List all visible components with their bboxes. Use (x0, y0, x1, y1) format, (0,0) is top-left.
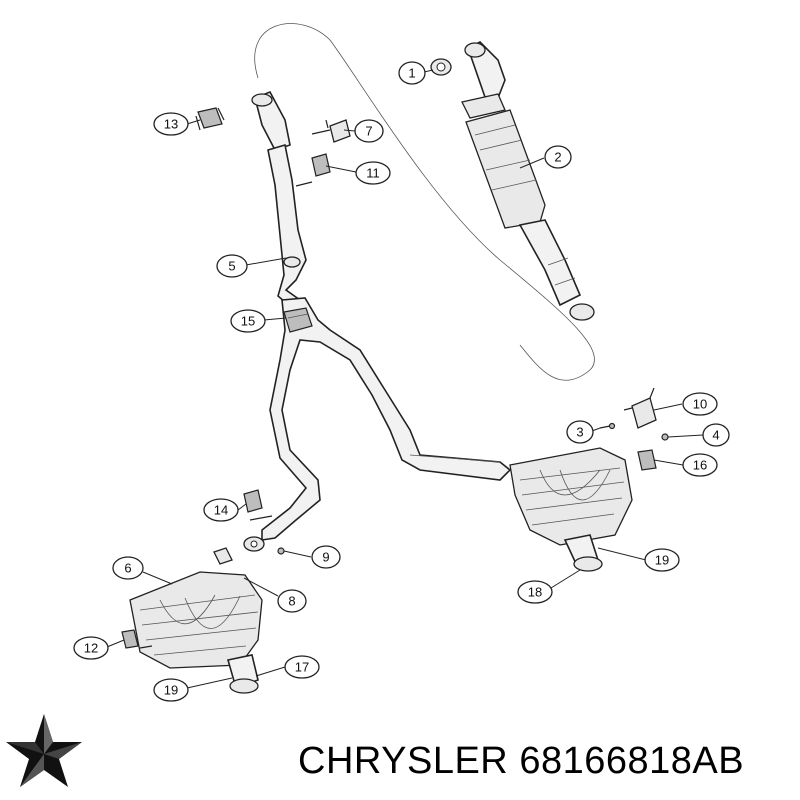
callout-4: 4 (702, 423, 730, 447)
leader-7 (343, 129, 356, 132)
callout-12: 12 (73, 636, 109, 660)
svg-text:9: 9 (322, 550, 329, 565)
leader-4 (667, 434, 704, 438)
svg-text:18: 18 (528, 585, 542, 600)
callout-3: 3 (566, 420, 594, 444)
nut-part-4 (661, 433, 669, 441)
svg-text:15: 15 (241, 314, 255, 329)
right-muffler-part (509, 447, 633, 572)
callout-14: 14 (203, 498, 239, 522)
callout-2: 2 (544, 145, 572, 169)
leader-12 (106, 639, 125, 648)
leader-18 (550, 569, 581, 589)
leader-2 (519, 157, 545, 169)
callout-8: 8 (277, 589, 307, 613)
svg-text:1: 1 (408, 66, 415, 81)
svg-text:7: 7 (365, 124, 372, 139)
isolator-part-11 (295, 153, 331, 187)
isolator-part-12 (121, 629, 153, 649)
svg-text:16: 16 (693, 458, 707, 473)
svg-text:5: 5 (228, 259, 235, 274)
callout-13: 13 (153, 112, 189, 136)
callout-19a: 19 (644, 548, 680, 572)
leader-10 (653, 403, 683, 411)
leader-11 (325, 165, 357, 173)
svg-text:2: 2 (554, 150, 561, 165)
callout-9: 9 (311, 545, 341, 569)
callout-7: 7 (354, 119, 384, 143)
pentastar-logo-icon (6, 714, 82, 787)
callout-5: 5 (216, 254, 248, 278)
callout-17: 17 (284, 655, 320, 679)
callout-16: 16 (682, 453, 718, 477)
gasket-part (430, 58, 452, 76)
svg-text:4: 4 (712, 428, 719, 443)
leader-19b (186, 677, 233, 689)
left-muffler-part (129, 571, 263, 694)
svg-text:12: 12 (84, 641, 98, 656)
brand-name: CHRYSLER (298, 740, 509, 782)
hanger-bracket-part (195, 107, 225, 131)
svg-text:3: 3 (576, 425, 583, 440)
callout-15: 15 (230, 309, 266, 333)
gasket-part-8 (213, 536, 265, 565)
part-caption: CHRYSLER 68166818AB (298, 740, 744, 783)
bolt-part-3 (599, 422, 616, 430)
y-pipe-part (261, 297, 512, 541)
callout-1: 1 (398, 61, 426, 85)
clamp-part (283, 307, 313, 333)
callout-19b: 19 (153, 678, 189, 702)
svg-text:6: 6 (124, 561, 131, 576)
nut-part-9 (277, 547, 285, 555)
svg-text:19: 19 (655, 553, 669, 568)
leader-19a (597, 547, 647, 561)
leader-16 (653, 459, 684, 466)
isolator-part-14 (243, 489, 273, 521)
isolator-part-16 (637, 449, 657, 471)
callout-11: 11 (355, 161, 391, 185)
leader-9 (283, 550, 312, 558)
svg-text:13: 13 (164, 117, 178, 132)
leader-14 (237, 503, 247, 511)
leader-15 (263, 317, 287, 321)
svg-text:11: 11 (366, 166, 380, 181)
svg-text:10: 10 (693, 397, 707, 412)
hanger-part-7 (311, 119, 351, 143)
callout-10: 10 (682, 392, 718, 416)
svg-text:17: 17 (295, 660, 309, 675)
leader-5 (245, 257, 287, 266)
svg-text:14: 14 (214, 503, 228, 518)
leader-17 (255, 666, 286, 677)
svg-text:8: 8 (288, 594, 295, 609)
leader-6 (142, 571, 173, 585)
hanger-part-10 (623, 387, 657, 429)
callout-18: 18 (517, 580, 553, 604)
leader-8 (243, 577, 279, 597)
assembly-outline (254, 23, 595, 381)
svg-text:19: 19 (164, 683, 178, 698)
part-number: 68166818AB (519, 740, 745, 782)
leader-13 (186, 119, 201, 125)
catalytic-converter-part (461, 41, 595, 321)
callout-6: 6 (112, 556, 144, 580)
front-pipe-part (251, 90, 307, 310)
